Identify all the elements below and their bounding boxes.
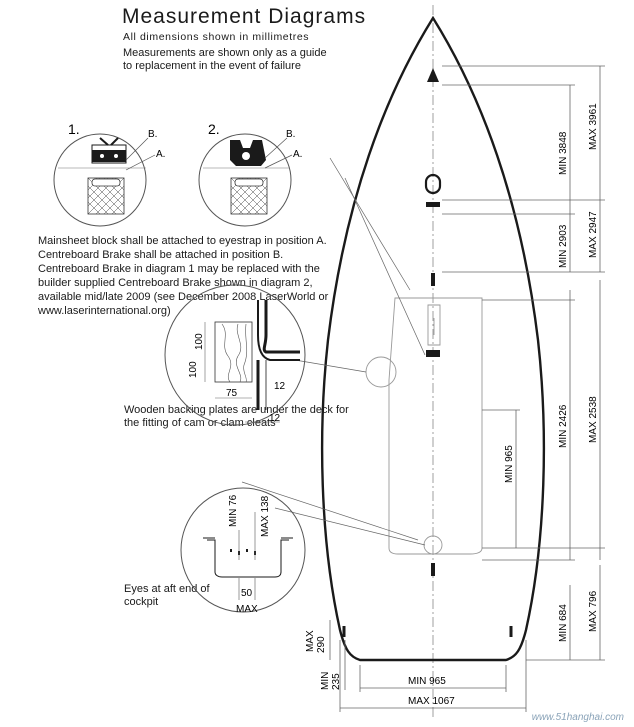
cockpit-outline bbox=[388, 297, 483, 555]
cockpit-aft-detail bbox=[180, 487, 306, 613]
watermark: www.51hanghai.com bbox=[531, 712, 624, 723]
plate-width: 75 bbox=[226, 388, 238, 399]
aft-mark bbox=[431, 563, 435, 576]
dim-min-684: MIN 684 bbox=[558, 604, 569, 642]
dim-max-2947: MAX 2947 bbox=[588, 211, 599, 258]
backing-plate-detail bbox=[164, 284, 306, 426]
plate-height-2: 100 bbox=[188, 361, 199, 378]
page-title: Measurement Diagrams bbox=[122, 5, 367, 28]
wooden-backing-text: Wooden backing plates are under the deck… bbox=[124, 404, 349, 429]
plate-height-1: 100 bbox=[194, 333, 205, 350]
stern-min-value: 235 bbox=[331, 673, 342, 690]
cockpit-min: MIN 76 bbox=[228, 494, 239, 527]
mast-block bbox=[426, 202, 440, 207]
dim-min-3848: MIN 3848 bbox=[558, 131, 569, 175]
mast-ring-icon bbox=[424, 173, 442, 195]
cockpit-width-max: MAX bbox=[236, 604, 258, 615]
plate-thickness-1: 12 bbox=[274, 381, 286, 392]
diagram-1-label-a: A. bbox=[156, 149, 165, 160]
traveller-block bbox=[426, 350, 440, 357]
diagram-2-label-a: A. bbox=[293, 149, 302, 160]
diagram-1-label-b: B. bbox=[148, 129, 157, 140]
width-min-965: MIN 965 bbox=[408, 676, 446, 687]
dim-min-2903: MIN 2903 bbox=[558, 224, 569, 268]
page-subtitle: All dimensions shown in millimetres bbox=[123, 31, 310, 43]
hull-outline bbox=[320, 15, 546, 662]
stern-max-value: 290 bbox=[316, 636, 327, 653]
cleat-circle bbox=[365, 356, 397, 388]
daggerboard-slot bbox=[427, 304, 441, 346]
guide-note: Measurements are shown only as a guide t… bbox=[123, 47, 327, 72]
cockpit-max: MAX 138 bbox=[260, 495, 271, 537]
width-max-1067: MAX 1067 bbox=[408, 696, 455, 707]
eyes-text: Eyes at aft end of cockpit bbox=[124, 583, 210, 608]
dim-max-2538: MAX 2538 bbox=[588, 396, 599, 443]
cockpit-front-mark bbox=[431, 273, 435, 286]
bow-triangle-icon bbox=[427, 68, 439, 82]
diagram-2-label-b: B. bbox=[286, 129, 295, 140]
detail-diagram-2 bbox=[198, 133, 292, 227]
detail-diagram-1 bbox=[53, 133, 147, 227]
stern-max-label: MAX bbox=[305, 630, 316, 652]
dim-min-965-inner: MIN 965 bbox=[504, 445, 515, 483]
diagram-2-number: 2. bbox=[208, 121, 220, 137]
plate-thickness-2: 12 bbox=[269, 413, 281, 424]
dim-max-796: MAX 796 bbox=[588, 590, 599, 632]
dim-max-3961: MAX 3961 bbox=[588, 103, 599, 150]
stern-min-label: MIN bbox=[320, 672, 331, 690]
dim-min-2426: MIN 2426 bbox=[558, 404, 569, 448]
cockpit-width: 50 bbox=[241, 588, 253, 599]
diagram-1-number: 1. bbox=[68, 121, 80, 137]
